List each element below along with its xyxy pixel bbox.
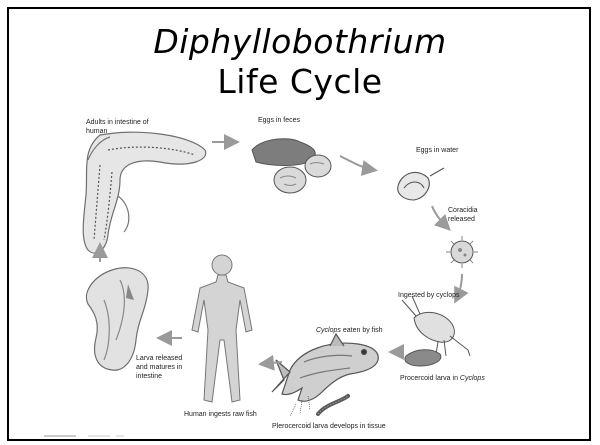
human-figure-illustration: [192, 255, 252, 402]
label-cyclops-eaten-by-fish: Cyclops eaten by fish: [316, 326, 383, 335]
label-larva-released: Larva released and matures in intestine: [136, 354, 186, 381]
label-ingested-by-cyclops: Ingested by cyclops: [398, 291, 459, 300]
procercoid-larva-illustration: [405, 350, 441, 366]
label-cyclops-word: Cyclops: [316, 327, 341, 334]
label-plerocercoid-larva: Plerocercoid larva develops in tissue: [272, 422, 386, 431]
cyclops-illustration: [402, 296, 470, 356]
eggs-in-feces-illustration: [252, 139, 331, 193]
label-procercoid-cyclops: Cyclops: [460, 375, 485, 382]
label-eaten-by-fish: eaten by fish: [341, 327, 383, 334]
eggs-in-water-illustration: [398, 168, 444, 200]
coracidium-illustration: [446, 236, 478, 268]
label-procercoid-text: Procercoid larva in: [400, 375, 460, 382]
label-coracidia-released: Coracidia released: [448, 206, 498, 224]
label-eggs-in-feces: Eggs in feces: [258, 116, 300, 125]
label-eggs-in-water: Eggs in water: [416, 146, 458, 155]
fish-illustration: [272, 334, 378, 416]
label-human-ingests-raw-fish: Human ingests raw fish: [184, 410, 257, 419]
intestine-adults-illustration: [83, 132, 206, 253]
label-adults-in-intestine: Adults in intestine of human: [86, 118, 158, 136]
plerocercoid-larva-illustration: [318, 396, 348, 414]
label-procercoid-larva: Procercoid larva in Cyclops: [400, 374, 485, 383]
